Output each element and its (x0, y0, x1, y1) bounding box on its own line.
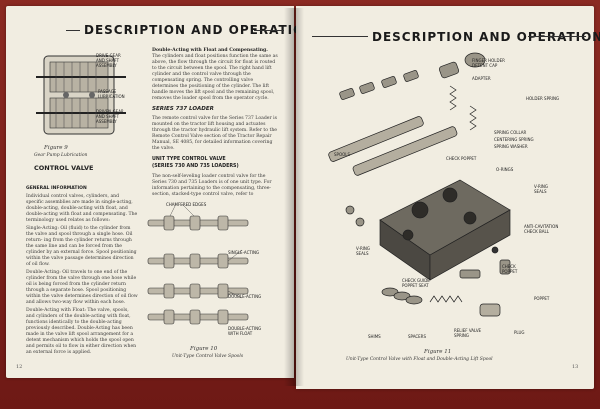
fig9-caption-text: Gear Pump Lubrication (34, 153, 88, 158)
label-chamfered-edges: CHAMFERED EDGES (166, 202, 207, 207)
label-drive-gear: DRIVE GEAR AND SHAFT ASSEMBLY (96, 53, 121, 68)
book-gutter (284, 8, 304, 386)
label-check-poppet-2: CHECK POPPET (502, 264, 518, 274)
left-page-header: Description and Operation (84, 23, 316, 37)
left-page-number: 12 (16, 364, 23, 370)
unit-type-text: The non-self-leveling loader control val… (152, 174, 272, 197)
label-anti-cavitation: ANTI-CAVITATION CHECK BALL (524, 224, 559, 234)
label-v-ring-seals: V-RING SEALS (534, 184, 548, 194)
fig11-caption-text: Unit-Type Control Valve with Float and D… (346, 357, 493, 362)
label-passage: PASSAGE LUBRICATION (98, 89, 125, 99)
header-rule-left (312, 36, 368, 37)
para-intro: Individual control valves, cylinders, an… (26, 194, 138, 223)
para-double-acting-float: Double-Acting with Float: The valve, spo… (26, 308, 137, 355)
label-double-acting-float: DOUBLE-ACTING WITH FLOAT (228, 326, 262, 336)
compensating-block: Double-Acting with Float and Compensatin… (152, 48, 278, 104)
label-centering-spring: CENTERING SPRING (494, 137, 534, 142)
label-spring-collar: SPRING COLLAR (494, 130, 527, 135)
label-spring-washer: SPRING WASHER (494, 144, 528, 149)
right-page-header: Description and Operation (372, 30, 600, 44)
unit-type-heading: UNIT TYPE CONTROL VALVE (SERIES 730 AND … (152, 157, 239, 169)
label-driven-gear: DRIVEN GEAR AND SHAFT ASSEMBLY (96, 109, 124, 124)
fig10-caption-text: Unit-Type Control Valve Spools (172, 354, 244, 359)
para-single-acting: Single-Acting: Oil (fluid) to the cylind… (26, 226, 137, 267)
series-737-text: The remote control valve for the Series … (152, 116, 277, 151)
spools-illustration (147, 203, 249, 325)
control-valve-heading: CONTROL VALVE (34, 164, 94, 172)
label-shims: SHIMS (368, 334, 381, 339)
compensating-text: The cylinders and float positions functi… (152, 54, 278, 101)
label-spools: SPOOLS (334, 152, 351, 157)
right-page-number: 13 (572, 364, 579, 370)
general-information-text: Individual control valves, cylinders, an… (26, 194, 138, 358)
label-holder-spring: HOLDER SPRING (526, 96, 560, 101)
label-finger-holder: FINGER HOLDER DETENT CAP (472, 58, 505, 68)
general-information-heading: GENERAL INFORMATION (26, 186, 87, 191)
fig9-caption-title: Figure 9 (44, 145, 68, 151)
fig10-caption-title: Figure 10 (190, 346, 218, 352)
left-page: Description and Operation DRIVE GEAR AND… (6, 6, 314, 378)
series-737-heading: SERIES 737 LOADER (152, 106, 214, 112)
label-spacers: SPACERS (408, 334, 426, 339)
label-relief-spring: RELIEF VALVE SPRING (454, 328, 482, 338)
label-poppet: POPPET (534, 296, 550, 301)
header-rule-left (66, 30, 80, 31)
gear-pump-illustration (36, 55, 126, 135)
label-adapter: ADAPTER (472, 76, 491, 81)
label-check-poppet: CHECK POPPET (446, 156, 477, 161)
compensating-heading: Double-Acting with Float and Compensatin… (152, 48, 268, 53)
right-page: Description and Operation (296, 6, 600, 389)
fig11-caption-title: Figure 11 (424, 349, 452, 355)
header-rule-right (254, 30, 284, 31)
label-v-ring-seals-2: V-RING SEALS (356, 246, 370, 256)
label-plug: PLUG (514, 330, 525, 335)
header-rule-right (528, 36, 586, 37)
label-o-rings: O-RINGS (496, 167, 514, 172)
label-check-guide: CHECK GUIDE POPPET SEAT (402, 278, 430, 288)
label-single-acting: SINGLE-ACTING (228, 250, 260, 255)
valve-exploded-illustration (328, 52, 511, 317)
para-double-acting: Double-Acting: Oil travels to one end of… (26, 270, 138, 305)
label-double-acting: DOUBLE-ACTING (228, 294, 262, 299)
